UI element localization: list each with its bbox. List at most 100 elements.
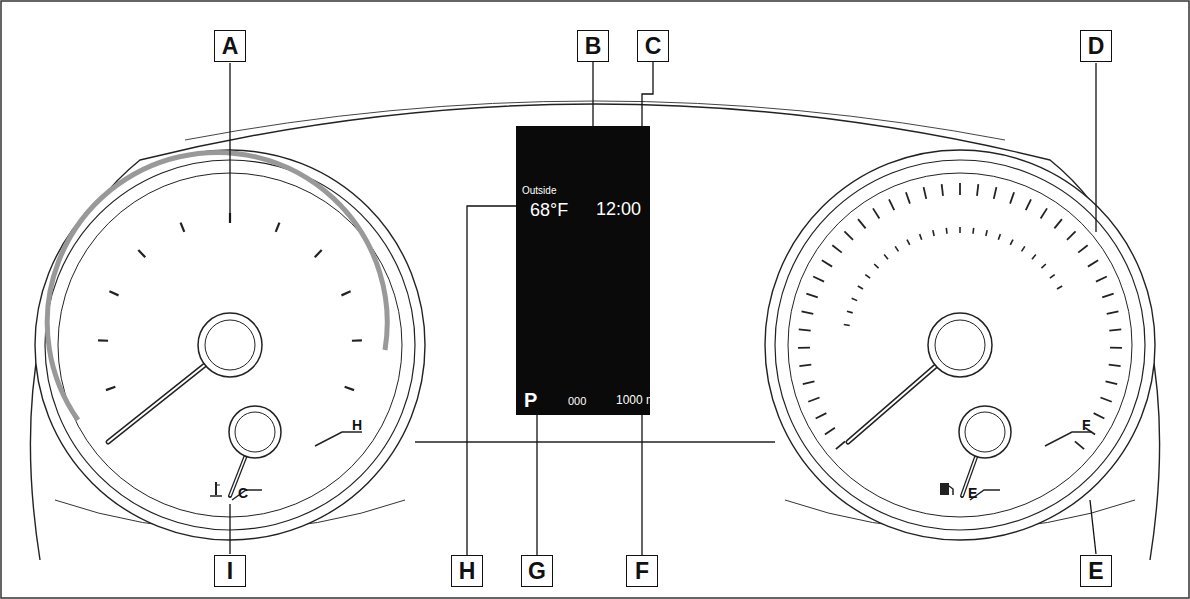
tick-mark bbox=[920, 234, 922, 240]
tick-mark bbox=[959, 227, 961, 233]
tick-mark bbox=[825, 428, 835, 435]
tick-mark bbox=[1067, 231, 1076, 239]
leader-line bbox=[641, 415, 642, 555]
tick-mark bbox=[844, 231, 853, 239]
tick-mark bbox=[994, 187, 997, 199]
coolant-icon bbox=[210, 482, 222, 496]
needle-hub bbox=[928, 313, 992, 377]
tick-mark bbox=[181, 223, 185, 232]
cluster-lower-edge bbox=[415, 441, 775, 442]
tick-mark bbox=[895, 246, 898, 251]
tick-mark bbox=[1078, 245, 1087, 252]
display-text: 68°F bbox=[530, 201, 568, 219]
callout-box: C bbox=[637, 30, 669, 62]
tick-mark bbox=[865, 275, 870, 279]
callout-box: D bbox=[1080, 30, 1112, 62]
tach-band bbox=[47, 152, 387, 420]
tick-mark bbox=[1010, 240, 1013, 245]
display-text: P bbox=[524, 390, 537, 410]
tick-mark bbox=[1110, 347, 1122, 349]
gauge-letter: E bbox=[968, 486, 977, 500]
callout-box: G bbox=[521, 555, 553, 587]
temp-hub bbox=[229, 406, 281, 458]
tick-mark bbox=[1041, 264, 1045, 268]
leader-lines bbox=[230, 63, 1096, 554]
tick-mark bbox=[1096, 277, 1107, 282]
callout-letter: I bbox=[227, 560, 233, 583]
callout-letter: C bbox=[645, 35, 662, 58]
tick-mark bbox=[933, 230, 934, 236]
tick-mark bbox=[1010, 192, 1014, 203]
tick-mark bbox=[799, 365, 811, 367]
leader-line bbox=[467, 206, 516, 555]
callout-box: I bbox=[214, 555, 246, 587]
tick-mark bbox=[798, 347, 810, 349]
tick-mark bbox=[874, 264, 878, 268]
tick-mark bbox=[946, 228, 948, 234]
tick-mark bbox=[808, 398, 819, 402]
fuel-pump-icon bbox=[940, 483, 953, 495]
gauge-letter: C bbox=[238, 486, 248, 500]
tick-mark bbox=[858, 219, 866, 228]
gauge-letter: H bbox=[352, 418, 362, 432]
tick-mark bbox=[822, 260, 832, 266]
fuel-full-mark bbox=[1045, 432, 1092, 446]
callout-letter: H bbox=[459, 560, 476, 583]
tick-mark bbox=[803, 381, 815, 384]
display-text: 12:00 bbox=[596, 200, 641, 218]
tick-mark bbox=[858, 286, 863, 289]
callout-box: B bbox=[577, 30, 609, 62]
display-text: 1000 mi bbox=[616, 394, 659, 406]
tick-mark bbox=[1032, 255, 1036, 260]
callout-letter: D bbox=[1088, 35, 1105, 58]
display-text: 000 bbox=[568, 396, 586, 407]
tick-mark bbox=[315, 250, 322, 257]
tick-mark bbox=[806, 294, 817, 298]
tick-mark bbox=[1041, 208, 1047, 218]
leader-line bbox=[642, 62, 653, 126]
tick-mark bbox=[924, 187, 927, 199]
callout-box: E bbox=[1080, 555, 1112, 587]
display-screen: Outside68°F12:00P0001000 mi bbox=[516, 126, 650, 415]
tick-mark bbox=[1022, 246, 1025, 251]
tick-mark bbox=[1109, 365, 1121, 367]
tick-mark bbox=[802, 311, 814, 313]
callout-letter: G bbox=[528, 560, 546, 583]
tick-mark bbox=[1094, 413, 1105, 418]
tick-mark bbox=[986, 230, 987, 236]
tick-mark bbox=[1050, 275, 1055, 279]
tick-mark bbox=[1101, 398, 1112, 402]
display-text: Outside bbox=[522, 186, 556, 196]
tick-mark bbox=[1106, 381, 1118, 384]
tick-mark bbox=[341, 291, 350, 295]
tick-mark bbox=[1054, 219, 1062, 228]
callout-box: A bbox=[214, 30, 246, 62]
tick-mark bbox=[977, 184, 978, 196]
callout-letter: A bbox=[222, 35, 239, 58]
tick-mark bbox=[972, 228, 974, 234]
callout-letter: F bbox=[635, 560, 649, 583]
tick-mark bbox=[109, 291, 118, 295]
tick-mark bbox=[836, 441, 845, 449]
tick-mark bbox=[847, 311, 853, 313]
tick-mark bbox=[906, 192, 910, 203]
tick-mark bbox=[832, 245, 841, 252]
callout-letter: E bbox=[1088, 560, 1103, 583]
tick-mark bbox=[799, 329, 811, 330]
tick-mark bbox=[873, 208, 879, 218]
tick-mark bbox=[813, 277, 824, 282]
gauge-letter: F bbox=[1082, 418, 1091, 432]
leader-line bbox=[536, 415, 537, 555]
callout-box: H bbox=[451, 555, 483, 587]
tick-mark bbox=[1102, 294, 1113, 298]
tick-mark bbox=[884, 255, 888, 260]
tick-mark bbox=[1057, 286, 1062, 289]
tick-mark bbox=[1088, 260, 1098, 266]
tick-mark bbox=[1107, 311, 1119, 313]
tick-mark bbox=[276, 223, 280, 232]
tick-mark bbox=[942, 184, 943, 196]
tick-mark bbox=[907, 240, 910, 245]
tick-mark bbox=[1075, 441, 1084, 449]
